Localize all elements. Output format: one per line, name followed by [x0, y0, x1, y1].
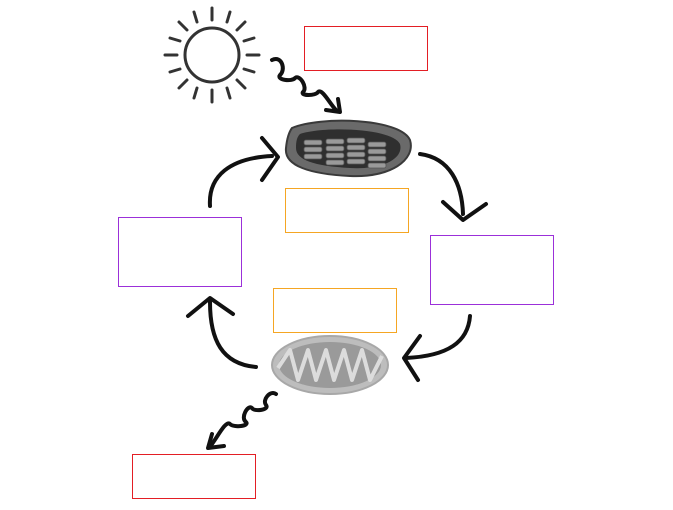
- arrow-left-to-chloroplast: [207, 136, 280, 208]
- energy-output-box[interactable]: [132, 454, 256, 499]
- cycle-left-box[interactable]: [118, 217, 242, 287]
- mitochondrion-label-box[interactable]: [273, 288, 397, 333]
- chloroplast-label-box[interactable]: [285, 188, 409, 233]
- arrow-chloroplast-to-right: [418, 152, 488, 222]
- cycle-right-box[interactable]: [430, 235, 554, 305]
- sun-icon: [163, 6, 261, 104]
- light-wavy-arrow: [270, 57, 342, 114]
- mitochondrion-icon: [271, 335, 389, 395]
- light-input-box[interactable]: [304, 26, 428, 71]
- arrow-mitochondrion-to-left: [186, 296, 258, 369]
- chloroplast-icon: [284, 119, 412, 178]
- energy-wavy-arrow: [206, 391, 278, 450]
- arrow-right-to-mitochondrion: [402, 314, 472, 382]
